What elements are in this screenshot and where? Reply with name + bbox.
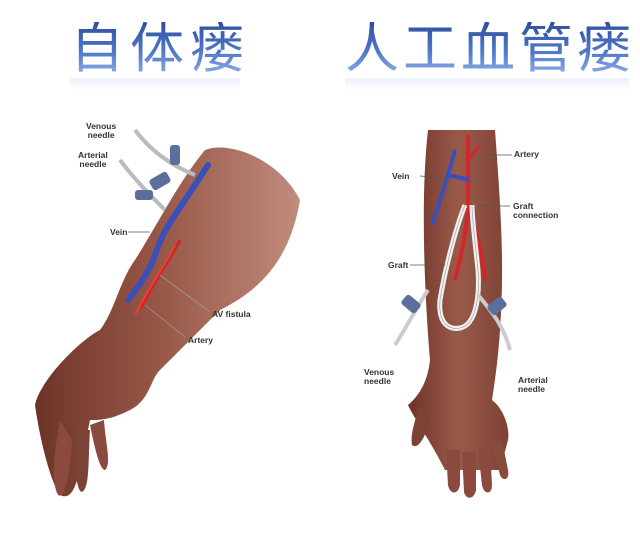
label-arterial-needle: Arterial needle [518, 375, 548, 395]
needle-wing-icon [401, 294, 421, 314]
title-reflection [70, 78, 240, 90]
label-av-fistula: AV fistula [212, 309, 251, 319]
title-artificial-graft-fistula: 人工血管瘘 [345, 17, 635, 80]
av-fistula-diagram: Venous needle Arterial needle Vein AV fi… [35, 121, 300, 497]
label-venous-needle: Venous needle [364, 367, 395, 387]
label-graft-connection: Graft connection [513, 201, 559, 221]
forearm-illustration [35, 128, 300, 497]
label-vein: Vein [110, 227, 128, 237]
label-venous-needle: Venous needle [86, 121, 117, 141]
title-autogenous-fistula: 自体瘘 [70, 17, 250, 80]
forearm-illustration [393, 130, 512, 498]
av-graft-diagram: Artery Vein Graft connection Graft Venou… [320, 0, 640, 539]
label-vein: Vein [392, 171, 410, 181]
title-reflection [345, 78, 630, 90]
label-arterial-needle: Arterial needle [78, 150, 108, 170]
needle-wing-icon [170, 145, 180, 165]
label-artery: Artery [188, 335, 214, 345]
label-artery: Artery [514, 149, 540, 159]
label-graft: Graft [388, 260, 409, 270]
